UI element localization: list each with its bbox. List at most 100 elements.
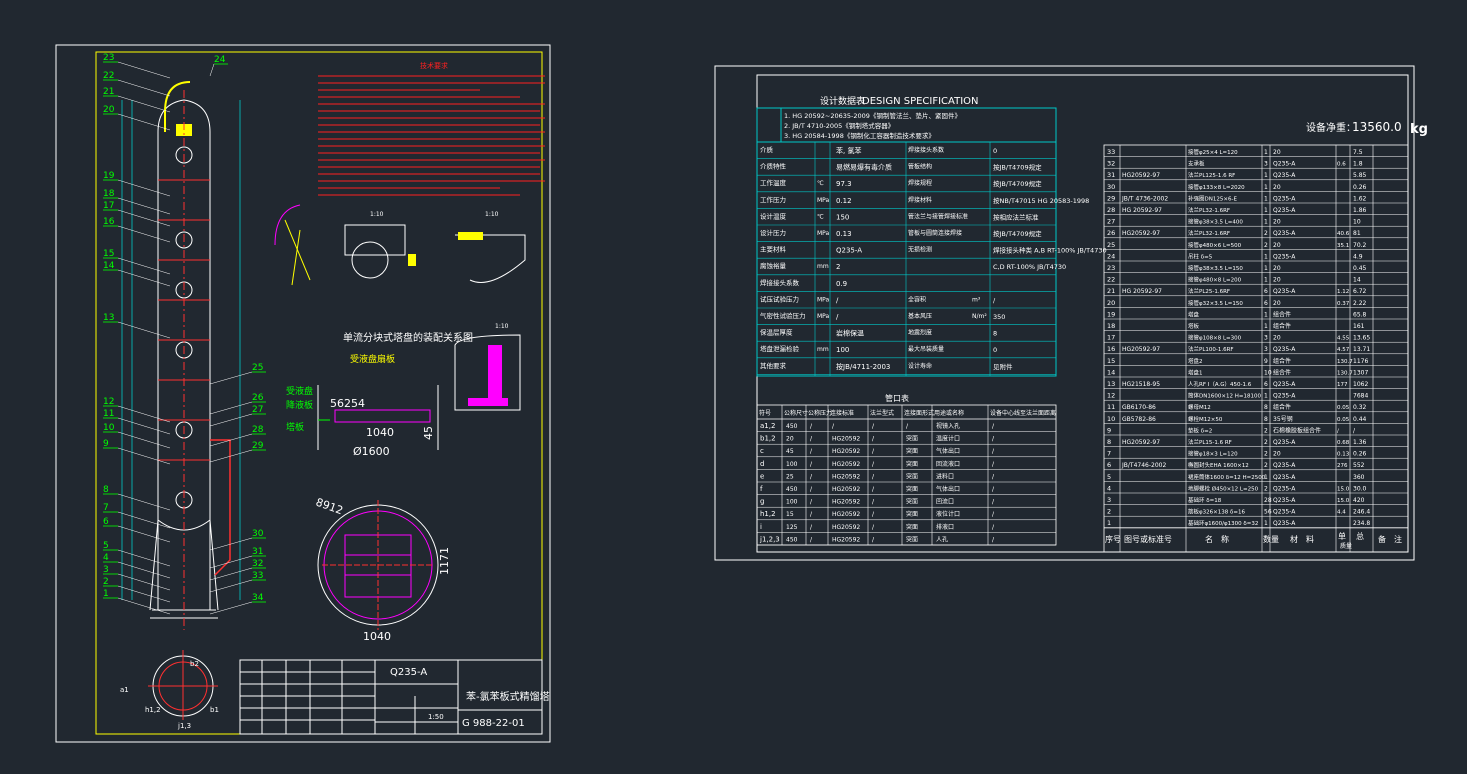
nozzle-cell: a1,2	[760, 422, 775, 430]
nozzle-cell: /	[992, 448, 995, 455]
bom-material: 35号钢	[1273, 415, 1293, 423]
nozzle-cell: /	[872, 448, 875, 455]
nozzle-cell: j1,2,3	[759, 535, 780, 543]
part-number-16: 16	[103, 217, 115, 227]
nozzle-cell: /	[872, 473, 875, 480]
nozzle-table-title: 管口表	[885, 393, 909, 403]
bom-name: 接管φ108×8 L=300	[1188, 334, 1242, 342]
nozzle-cell: 突面	[906, 498, 918, 506]
part-pointer-32	[209, 567, 253, 581]
dim-1040: 1040	[366, 426, 394, 439]
bom-no: 3	[1107, 496, 1111, 504]
label-receiving-panel: 受液盘扇板	[350, 353, 395, 365]
nozzle-cell: 温度计口	[936, 435, 960, 443]
bom-no: 2	[1107, 508, 1111, 516]
bom-total-weight: 13.65	[1353, 335, 1370, 342]
bom-std: JB/T4746-2002	[1121, 462, 1166, 469]
bom-no: 13	[1107, 380, 1115, 388]
tech-requirements-title: 技术要求	[420, 61, 448, 70]
part-number-11: 11	[103, 409, 114, 419]
param-name2: 地震烈度	[908, 329, 932, 337]
bom-material: 组合件	[1273, 322, 1291, 330]
bom-total-weight: 7.5	[1353, 149, 1363, 156]
bom-qty: 1	[1264, 265, 1268, 272]
nozzle-cell: 人孔	[936, 535, 948, 543]
bom-material: 20	[1273, 265, 1281, 272]
bom-no: 11	[1107, 403, 1115, 411]
nozzle-cell: c	[760, 447, 764, 455]
spec-code-3: 3. HG 20584-1998《钢制化工容器制造技术要求》	[784, 131, 935, 140]
bom-qty: 6	[1264, 288, 1268, 295]
bom-material: 20	[1273, 335, 1281, 342]
nozzle-cell: /	[992, 423, 995, 430]
nozzle-cell: HG20592	[832, 461, 860, 468]
part-number-28: 28	[252, 425, 264, 435]
part-number-34: 34	[252, 593, 264, 603]
param-name: 介质	[760, 145, 774, 154]
weight-label: 设备净重：	[1306, 121, 1356, 134]
bom-material: 20	[1273, 451, 1281, 458]
bom-total-weight: 360	[1353, 474, 1365, 481]
param-value: 按JB/4711-2003	[836, 362, 890, 371]
part-pointer-31	[209, 555, 253, 569]
nozzle-cell: HG20592	[832, 448, 860, 455]
bom-total-weight: /	[1353, 427, 1356, 434]
nozzle-cell: /	[810, 473, 813, 480]
nozzle-cell: /	[992, 486, 995, 493]
bom-material: 20	[1273, 277, 1281, 284]
weight-value: 13560.0	[1352, 120, 1402, 134]
bom-total-weight: 246.4	[1353, 509, 1370, 516]
bom-name: 接管φ133×8 L=2020	[1188, 183, 1245, 191]
bom-total-weight: 161	[1353, 323, 1365, 330]
nozzle-cell: 突面	[906, 460, 918, 468]
param-value2: 0	[993, 346, 997, 354]
bom-footer-7: 备 注	[1378, 534, 1402, 544]
nozzle-cell: HG20592	[832, 436, 860, 443]
bom-total-weight: 5.85	[1353, 172, 1367, 179]
bom-material: Q235-A	[1273, 288, 1296, 295]
bom-qty: 1	[1264, 277, 1268, 284]
bom-qty: 2	[1264, 439, 1268, 446]
param-value2: 按JB/T4709规定	[993, 229, 1042, 238]
nozzle-cell: /	[872, 461, 875, 468]
param-name: 保温层厚度	[760, 328, 793, 337]
nozzle-cell: /	[832, 423, 835, 430]
bom-footer-2: 名 称	[1205, 534, 1229, 544]
bom-no: 25	[1107, 241, 1115, 249]
bom-unit-weight: 4.4	[1337, 510, 1346, 516]
param-value2: /	[993, 296, 996, 304]
bom-total-weight: 0.45	[1353, 265, 1367, 272]
dim-lines-left	[121, 100, 241, 600]
bom-footer-5: 单	[1338, 531, 1346, 541]
spec-title-cn: 设计数据表	[820, 95, 865, 107]
bom-no: 32	[1107, 160, 1115, 168]
part-number-20: 20	[103, 105, 115, 115]
bom-total-weight: 1062	[1353, 381, 1368, 388]
param-name2: 管板与圆筒连接焊接	[908, 229, 962, 237]
bom-total-weight: 2.22	[1353, 300, 1367, 307]
part-number-14: 14	[103, 261, 115, 271]
param-name: 焊接接头系数	[760, 278, 800, 287]
param-unit: MPa	[817, 230, 830, 237]
bom-name: 接管φ38×3.5 L=400	[1188, 218, 1243, 226]
nozzle-header: 公称尺寸	[784, 409, 808, 417]
bom-qty: 2	[1264, 451, 1268, 458]
bom-name: 接管φ38×3.5 L=150	[1188, 264, 1243, 272]
bom-name: 塔盘1	[1188, 368, 1203, 376]
nozzle-header: 用途或名称	[934, 409, 964, 417]
part-pointer-20	[117, 113, 171, 131]
nozzle-cell: /	[810, 486, 813, 493]
nozzle-cell: /	[810, 448, 813, 455]
nozzle-cell: /	[872, 486, 875, 493]
bom-qty: 1	[1264, 323, 1268, 330]
bom-material: Q235-A	[1273, 172, 1296, 179]
bom-unit-weight: 0.05	[1337, 405, 1350, 411]
part-pointer-15	[117, 257, 171, 275]
dim-1171: 1171	[438, 547, 451, 575]
param-name: 主要材料	[760, 245, 787, 254]
spec-code-1: 1. HG 20592~20635-2009《钢制管法兰、垫片、紧固件》	[784, 111, 961, 120]
bom-total-weight: 14	[1353, 277, 1361, 284]
bom-unit-weight: 0.6	[1337, 162, 1346, 168]
